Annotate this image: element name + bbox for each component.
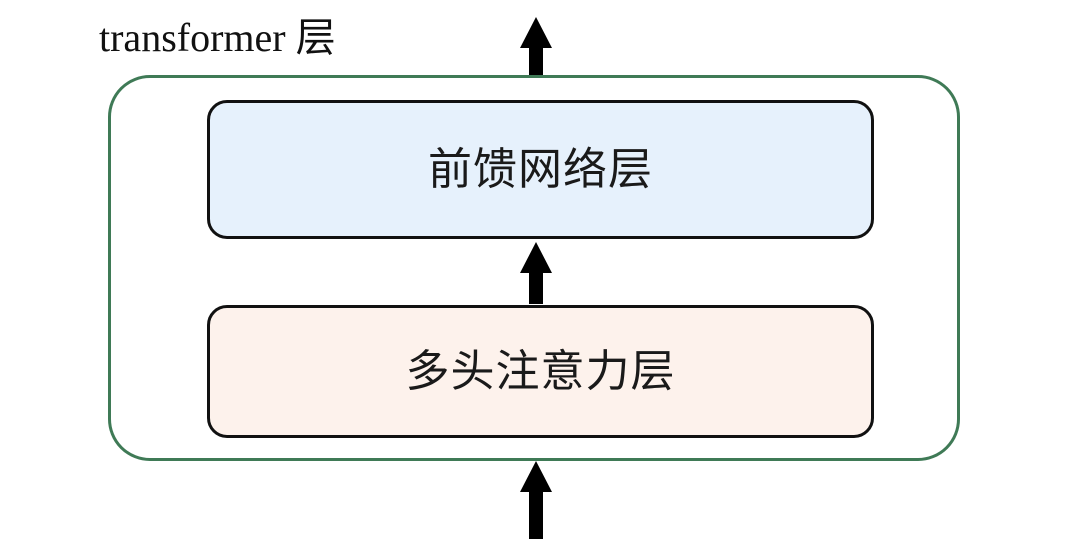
feed-forward-network-label: 前馈网络层 [428,144,653,194]
input-arrow-shape [520,461,552,539]
multi-head-attention-label: 多头注意力层 [405,346,676,396]
output-arrow-shape [520,17,552,79]
multi-head-attention-block[interactable]: 多头注意力层 [207,305,874,438]
page-title: transformer 层 [99,15,336,60]
feed-forward-network-block[interactable]: 前馈网络层 [207,100,874,239]
middle-arrow-shape [520,242,552,304]
